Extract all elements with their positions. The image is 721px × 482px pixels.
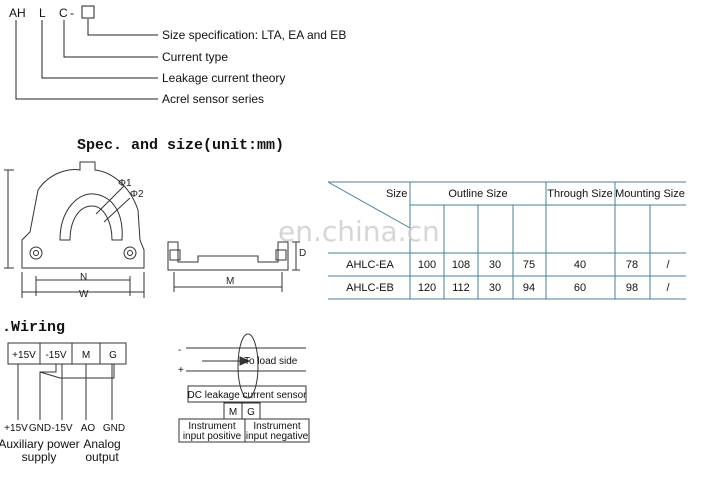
terminal-plus15v: +15V [12, 350, 36, 361]
watermark: en.china.cn [278, 215, 440, 248]
label-output: output [85, 450, 119, 464]
connection-schematic [178, 333, 310, 443]
instrument-positive-1: Instrument [188, 421, 235, 432]
label-phi2: Φ2 [130, 189, 144, 200]
side-view-drawing [167, 241, 300, 292]
sensor-aperture [59, 193, 123, 241]
row-ea-cell: 40 [574, 259, 586, 271]
row-ea-cell: / [666, 259, 670, 271]
leader-current [63, 20, 158, 58]
terminal-minus15v: -15V [45, 350, 66, 361]
legend-series: Acrel sensor series [162, 92, 264, 106]
dim-phi1-leader [95, 185, 125, 215]
sensor-core-ring [237, 333, 259, 399]
table-header-through: Through Size [547, 188, 612, 200]
pin-gnd-analog: GND [103, 423, 125, 434]
front-view-drawing [4, 161, 145, 298]
code-current: C [59, 6, 68, 20]
label-phi1: Φ1 [118, 178, 132, 189]
row-eb-cell: / [666, 282, 670, 294]
leader-theory [41, 20, 158, 79]
legend-size: Size specification: LTA, EA and EB [162, 28, 346, 42]
model-code: AH L C - Size specification: LTA, EA and… [9, 5, 346, 106]
pin-minus15v: -15V [51, 423, 72, 434]
row-eb-cell: 120 [418, 282, 436, 294]
terminal-g: G [109, 350, 117, 361]
terminal-block [7, 342, 127, 420]
row-ea-cell: 78 [626, 259, 638, 271]
legend-current: Current type [162, 50, 228, 64]
instrument-negative-2: input negative [246, 431, 309, 442]
size-table [327, 181, 686, 300]
row-eb-cell: 98 [626, 282, 638, 294]
row-ea-model: AHLC-EA [346, 259, 394, 271]
schematic-load-side: To load side [244, 356, 298, 367]
leader-series [15, 20, 158, 100]
instrument-negative-1: Instrument [253, 421, 300, 432]
table-size-header: Size [386, 188, 407, 200]
table-row: AHLC-EA 100 108 30 75 40 78 / [346, 259, 670, 271]
dim-phi2-leader [103, 197, 131, 223]
label-m: M [226, 276, 234, 287]
pin-plus15v: +15V [4, 423, 28, 434]
mount-hole-left [29, 246, 43, 260]
instrument-positive-2: input positive [183, 431, 242, 442]
legend-theory: Leakage current theory [162, 71, 285, 85]
leader-size [87, 19, 158, 36]
wiring-heading: .Wiring [2, 319, 65, 336]
sensor-box [187, 385, 307, 403]
schematic-sensor-label: DC leakage current sensor [188, 390, 308, 401]
label-analog: Analog [83, 437, 120, 451]
pin-ao: AO [81, 423, 96, 434]
code-series: AH [9, 6, 26, 20]
side-view-outline [167, 241, 289, 271]
schematic-minus: - [178, 345, 181, 356]
label-aux-power: Auxiliary power [0, 437, 80, 451]
table-row: AHLC-EB 120 112 30 94 60 98 / [346, 282, 670, 294]
label-d: D [299, 248, 306, 259]
schematic-m: M [229, 407, 237, 418]
label-n: N [80, 272, 87, 283]
row-eb-cell: 30 [489, 282, 501, 294]
schematic-plus: + [178, 365, 184, 376]
row-ea-cell: 30 [489, 259, 501, 271]
code-dash: - [70, 6, 74, 20]
schematic-g: G [247, 407, 255, 418]
label-aux-supply: supply [22, 450, 57, 464]
label-w: W [79, 289, 89, 300]
mount-hole-right [123, 246, 137, 260]
pin-gnd: GND [29, 423, 51, 434]
table-header-outline: Outline Size [448, 188, 507, 200]
instrument-box [178, 418, 310, 443]
code-size-box [81, 5, 95, 19]
size-header-diagonal [327, 181, 411, 229]
row-eb-cell: 60 [574, 282, 586, 294]
table-header-mounting: Mounting Size [615, 188, 685, 200]
sensor-body-outline [21, 161, 145, 269]
row-ea-cell: 100 [418, 259, 436, 271]
row-eb-cell: 112 [452, 282, 470, 294]
terminal-m: M [82, 350, 90, 361]
row-eb-model: AHLC-EB [346, 282, 394, 294]
row-eb-cell: 94 [523, 282, 535, 294]
code-theory: L [39, 6, 46, 20]
spec-heading: Spec. and size(unit:mm) [77, 137, 284, 154]
row-ea-cell: 108 [452, 259, 470, 271]
row-ea-cell: 75 [523, 259, 535, 271]
